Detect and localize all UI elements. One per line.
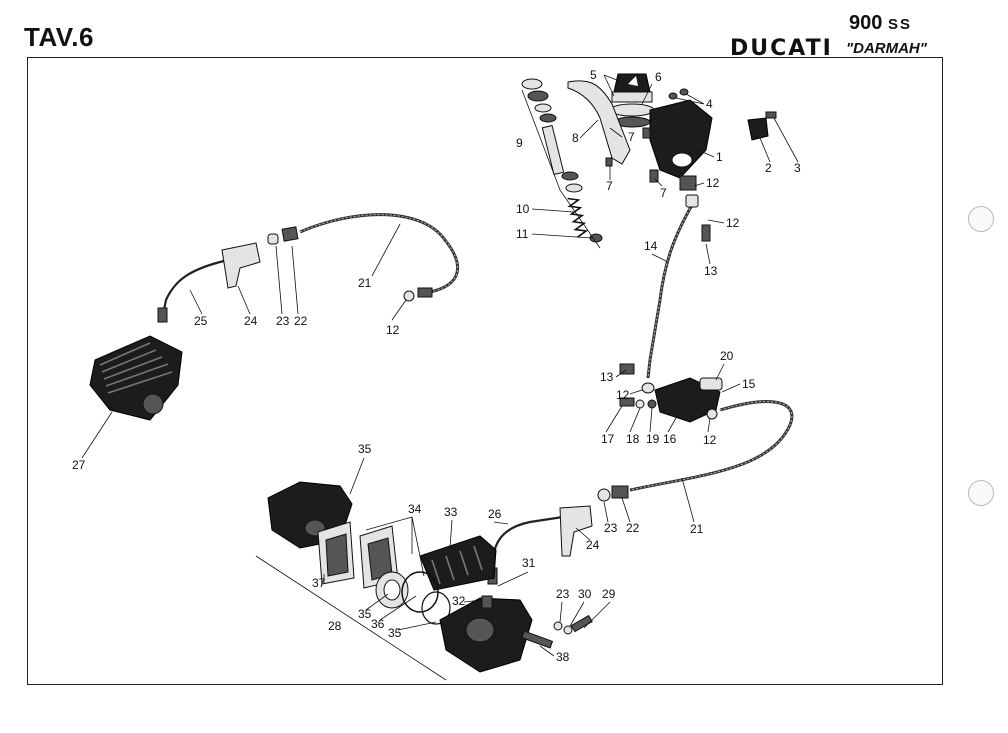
- pipe-lower: [487, 505, 593, 585]
- callout-label: 33: [444, 505, 458, 519]
- callout-label: 2: [765, 161, 772, 175]
- pipe-upper-left: [157, 242, 261, 323]
- callout-label: 14: [644, 239, 658, 253]
- callout-label: 10: [516, 202, 530, 216]
- callout-label: 23: [276, 314, 290, 328]
- callout-label: 9: [516, 136, 523, 150]
- callout-label: 16: [663, 432, 677, 446]
- callout-label: 32: [452, 594, 466, 608]
- model-number: 900 SS: [849, 12, 912, 35]
- callout-label: 30: [578, 587, 592, 601]
- callout-label: 8: [572, 131, 579, 145]
- callout-label: 13: [600, 370, 614, 384]
- caliper-left: [89, 335, 183, 421]
- callout-label: 29: [602, 587, 616, 601]
- junction-block: [619, 363, 723, 423]
- callout-label: 7: [606, 179, 613, 193]
- diagram-frame: [27, 57, 943, 685]
- callout-label: 22: [294, 314, 308, 328]
- callout-label: 20: [720, 349, 734, 363]
- callout-label: 7: [660, 186, 667, 200]
- leader-lines: [81, 74, 799, 657]
- callout-label: 24: [244, 314, 258, 328]
- callout-label: 17: [601, 432, 615, 446]
- callout-label: 23: [556, 587, 570, 601]
- brake-switch: [747, 111, 777, 141]
- callout-label: 35: [358, 607, 372, 621]
- callout-label: 12: [726, 216, 740, 230]
- callout-label: 35: [358, 442, 372, 456]
- callout-label: 36: [371, 617, 385, 631]
- punch-hole-top: [968, 206, 994, 232]
- punch-hole-bottom: [968, 480, 994, 506]
- hose-14: [646, 194, 711, 379]
- model-name: "DARMAH": [846, 40, 927, 57]
- callout-label: 23: [604, 521, 618, 535]
- callout-label: 31: [522, 556, 536, 570]
- callout-label: 4: [706, 97, 713, 111]
- model-suffix: SS: [887, 16, 912, 33]
- callout-label: 6: [655, 70, 662, 84]
- callout-label: 1: [716, 150, 723, 164]
- callout-label: 12: [706, 176, 720, 190]
- callout-label: 11: [516, 227, 529, 241]
- callout-label: 7: [628, 130, 635, 144]
- callout-label: 24: [586, 538, 600, 552]
- callout-label: 34: [408, 502, 422, 516]
- brand-logo: DUCATI: [730, 36, 833, 61]
- callout-label: 12: [616, 388, 630, 402]
- callout-label: 35: [388, 626, 402, 640]
- callout-label: 21: [690, 522, 704, 536]
- callout-label: 25: [194, 314, 208, 328]
- callout-label: 26: [488, 507, 502, 521]
- callout-label: 13: [704, 264, 718, 278]
- master-cylinder: [567, 73, 713, 191]
- model-number-value: 900: [849, 12, 883, 34]
- piston-stack: [521, 78, 603, 249]
- callout-label: 15: [742, 377, 756, 391]
- hose-lower: [597, 400, 794, 502]
- callout-label: 27: [72, 458, 86, 472]
- callout-label: 37: [312, 576, 326, 590]
- callout-labels: 1 2 3 4 5 6 7 7 7 8 9 10 11 12 12 12 12 …: [72, 68, 801, 664]
- callout-label: 28: [328, 619, 342, 633]
- callout-label: 38: [556, 650, 570, 664]
- callout-label: 18: [626, 432, 640, 446]
- callout-label: 12: [386, 323, 400, 337]
- callout-label: 21: [358, 276, 372, 290]
- hose-upper: [267, 213, 460, 302]
- callout-label: 19: [646, 432, 660, 446]
- plate-title: TAV.6: [24, 22, 94, 52]
- callout-label: 3: [794, 161, 801, 175]
- callout-label: 22: [626, 521, 640, 535]
- caliper-lower-exploded: [255, 481, 593, 681]
- callout-label: 5: [590, 68, 597, 82]
- callout-label: 12: [703, 433, 717, 447]
